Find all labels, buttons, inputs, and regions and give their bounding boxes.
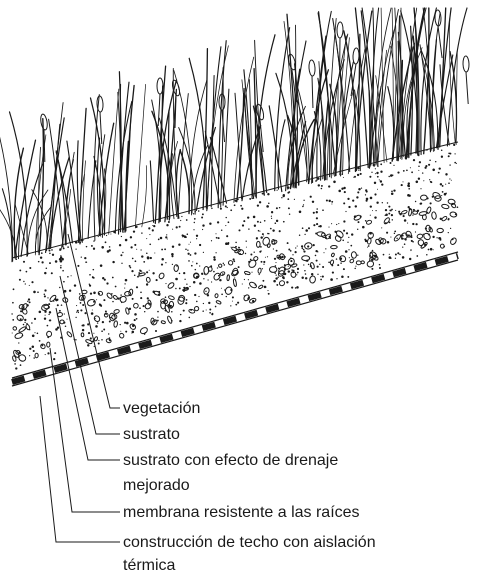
root-resistant-membrane [12, 252, 458, 386]
label-drainage-substrate-line2: mejorado [123, 476, 190, 496]
label-substrate: sustrato [123, 425, 180, 445]
leader-drainage-substrate [56, 308, 120, 460]
label-vegetation: vegetación [123, 399, 200, 419]
label-roof-construction-line1: construcción de techo con aislación [123, 533, 376, 553]
substrate-speckle [11, 144, 458, 370]
vegetation-grass [0, 8, 467, 262]
leader-roof-construction [40, 396, 120, 542]
leader-lines [40, 234, 120, 542]
label-root-membrane: membrana resistente a las raíces [123, 503, 360, 523]
label-drainage-substrate-line1: sustrato con efecto de drenaje [123, 451, 338, 471]
label-roof-construction-line2: térmica [123, 556, 175, 576]
